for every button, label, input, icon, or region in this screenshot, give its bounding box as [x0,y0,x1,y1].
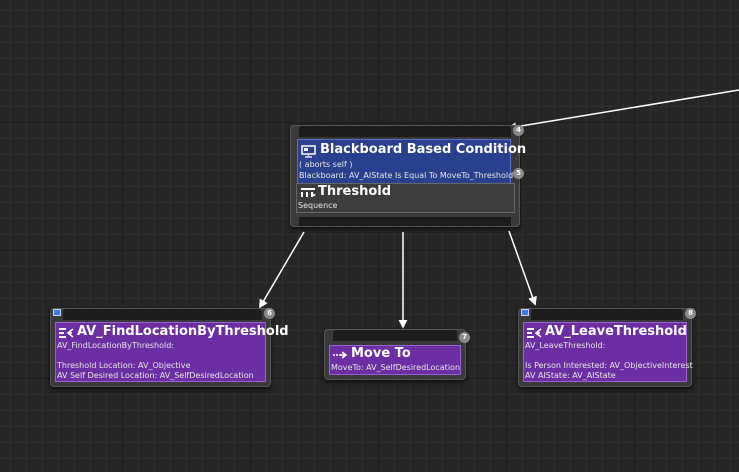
blueprint-icon [521,309,529,316]
task-param-1: Threshold Location: AV_Objective [57,361,191,370]
input-pin[interactable] [63,309,262,320]
task-icon [527,328,542,338]
execution-index-badge: 8 [685,308,696,319]
decorator-aborts: ( aborts self ) [299,160,353,169]
execution-index-badge: 6 [264,308,275,319]
leave-threshold-task-node[interactable]: 8 AV_LeaveThreshold AV_LeaveThreshold: I… [518,308,696,387]
task-param-1: Is Person Interested: AV_ObjectiveIntere… [525,361,693,370]
wire-to-leave-threshold [508,230,537,306]
task-title: AV_LeaveThreshold [545,324,687,339]
task-param-1: MoveTo: AV_SelfDesiredLocation [331,363,461,372]
wire-to-find-location [259,231,305,309]
task-class-line: AV_FindLocationByThreshold: [57,341,175,350]
move-to-icon [333,351,348,359]
task-body[interactable]: AV_LeaveThreshold AV_LeaveThreshold: Is … [523,322,693,382]
task-body[interactable]: AV_FindLocationByThreshold AV_FindLocati… [55,322,289,382]
task-title: Move To [351,346,411,361]
decorator-index-badge: 5 [513,168,524,179]
composite-type: Sequence [298,201,338,210]
move-to-task-node[interactable]: 7 Move To MoveTo: AV_SelfDesiredLocation [324,329,470,380]
blueprint-icon [53,309,61,316]
task-title: AV_FindLocationByThreshold [77,324,289,339]
execution-index-badge: 4 [513,125,524,136]
task-body[interactable]: Move To MoveTo: AV_SelfDesiredLocation [329,345,461,375]
sequence-icon [301,188,316,197]
task-param-2: AV AIState: AV_AIState [525,371,616,380]
sequence-composite[interactable]: Threshold Sequence [296,183,515,213]
input-pin[interactable] [333,330,457,341]
find-location-task-node[interactable]: 6 AV_FindLocationByThreshold AV_FindLoca… [50,308,289,387]
task-class-line: AV_LeaveThreshold: [525,341,606,350]
wire-incoming [507,89,739,132]
input-pin[interactable] [299,126,511,137]
output-pin[interactable] [299,217,511,226]
decorator-condition: Blackboard: AV_AIState Is Equal To MoveT… [299,171,514,180]
task-param-2: AV Self Desired Location: AV_SelfDesired… [57,371,254,380]
task-icon [59,328,74,338]
blackboard-monitor-icon [301,145,316,158]
decorator-title: Blackboard Based Condition [320,142,527,157]
input-pin[interactable] [531,309,683,320]
execution-index-badge: 7 [459,332,470,343]
composite-title: Threshold [318,184,392,199]
threshold-node[interactable]: 4 Blackboard Based Condition ( aborts se… [290,125,526,227]
blackboard-decorator[interactable]: Blackboard Based Condition ( aborts self… [297,139,526,184]
